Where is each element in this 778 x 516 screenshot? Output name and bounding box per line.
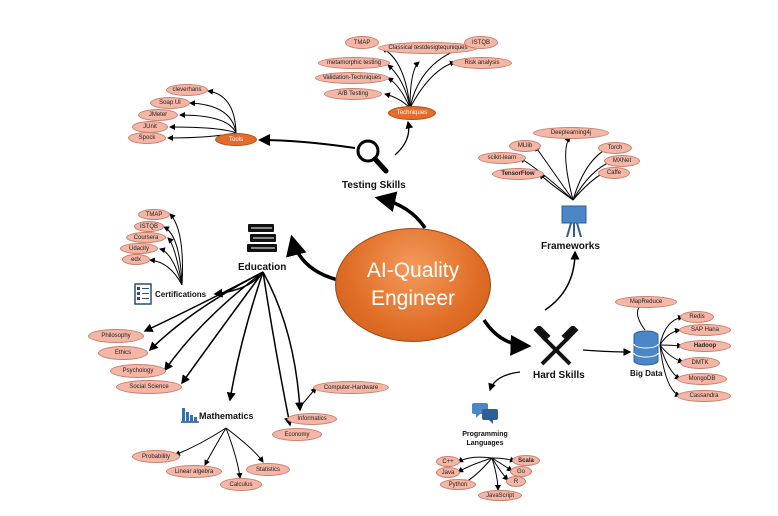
techniques-node: Techniques	[388, 106, 436, 120]
center-line2: Engineer	[370, 287, 456, 310]
technique-classical: Classical testdesigtequniques	[378, 42, 478, 54]
technique-validation: Validation-Techniques	[315, 72, 389, 84]
bigdata-mongodb: MongoDB	[677, 373, 727, 385]
edu-psychology: Psychology	[110, 364, 166, 378]
framework-mxnet: MXNet	[604, 155, 640, 167]
bigdata-saphana: SAP Hana	[679, 324, 731, 336]
framework-torch: Torch	[598, 142, 632, 154]
framework-scikit: scikit-learn	[478, 152, 526, 164]
edu-philosophy: Philosophy	[88, 329, 144, 343]
books-icon	[243, 220, 281, 254]
math-linear-algebra: Linear algebra	[166, 465, 222, 478]
cert-istqb: ISTQB	[134, 221, 164, 232]
hard-skills-label: Hard Skills	[533, 370, 585, 381]
big-data-label: Big Data	[630, 369, 663, 378]
framework-deeplearning4j: Deeplearning4j	[533, 127, 609, 139]
lang-python: Python	[440, 479, 476, 490]
technique-tmap: TMAP	[345, 36, 379, 49]
mathematics-label: Mathematics	[199, 411, 254, 421]
center-line1: AI-Quality	[366, 259, 460, 282]
easel-icon	[560, 204, 588, 238]
technique-ab-testing: A/B Testing	[324, 88, 382, 100]
frameworks-label: Frameworks	[541, 241, 600, 252]
mathematics-chart-icon	[180, 405, 200, 423]
lang-javascript: JavaScript	[478, 490, 522, 501]
tools-node: Tools	[215, 133, 257, 146]
education-label: Education	[238, 262, 287, 273]
center-node: AI-Quality Engineer	[335, 228, 491, 342]
informatics-computer-hardware: Computer-Hardware	[313, 381, 389, 394]
tool-cleverhans: cleverhans	[166, 84, 208, 96]
lang-java: Java	[436, 467, 460, 478]
lang-scala: Scala	[512, 455, 540, 466]
programming-label: Programming Languages	[462, 431, 508, 447]
cert-tmap: TMAP	[138, 209, 170, 220]
technique-istqb: ISTQB	[464, 36, 498, 49]
framework-tensorflow: TensorFlow	[492, 168, 544, 180]
bigdata-cassandra: Cassandra	[677, 390, 731, 402]
bigdata-hadoop: Hadoop	[679, 340, 731, 352]
cert-edx: edx	[122, 254, 150, 265]
testing-skills-label: Testing Skills	[342, 180, 406, 191]
tool-jmeter: JMeter	[138, 109, 178, 121]
edu-informatics: Informatics	[287, 413, 337, 425]
database-icon	[632, 330, 660, 366]
edu-economy: Economy	[272, 428, 322, 441]
math-statistics: Statistics	[246, 463, 290, 476]
checklist-icon	[134, 283, 152, 305]
bigdata-redis: Redis	[680, 311, 714, 323]
cert-udacity: Udacity	[120, 243, 158, 254]
lang-r: R	[506, 476, 526, 487]
bigdata-dmtk: DMTK	[680, 357, 720, 369]
edu-social-science: Social Science	[116, 380, 182, 394]
edu-ethics: Ethics	[98, 346, 148, 360]
bigdata-mapreduce: MapReduce	[615, 296, 677, 308]
tool-spock: Spock	[128, 132, 166, 144]
magnifier-icon	[355, 138, 389, 174]
technique-risk: Risk analysis	[452, 57, 512, 69]
lang-cpp: C++	[436, 456, 460, 467]
framework-caffe: Caffe	[598, 167, 630, 179]
tool-soapui: Soap UI	[150, 97, 190, 109]
certifications-label: Certifications	[155, 290, 207, 299]
technique-metamorphic: metamorphic testing	[318, 57, 390, 69]
hammers-icon	[532, 324, 580, 368]
chat-bubbles-icon	[471, 402, 499, 424]
math-probability: Probability	[132, 450, 180, 463]
framework-mllib: MLlib	[509, 140, 541, 152]
math-calculus: Calculus	[220, 478, 262, 491]
cert-coursera: Coursera	[126, 232, 166, 243]
